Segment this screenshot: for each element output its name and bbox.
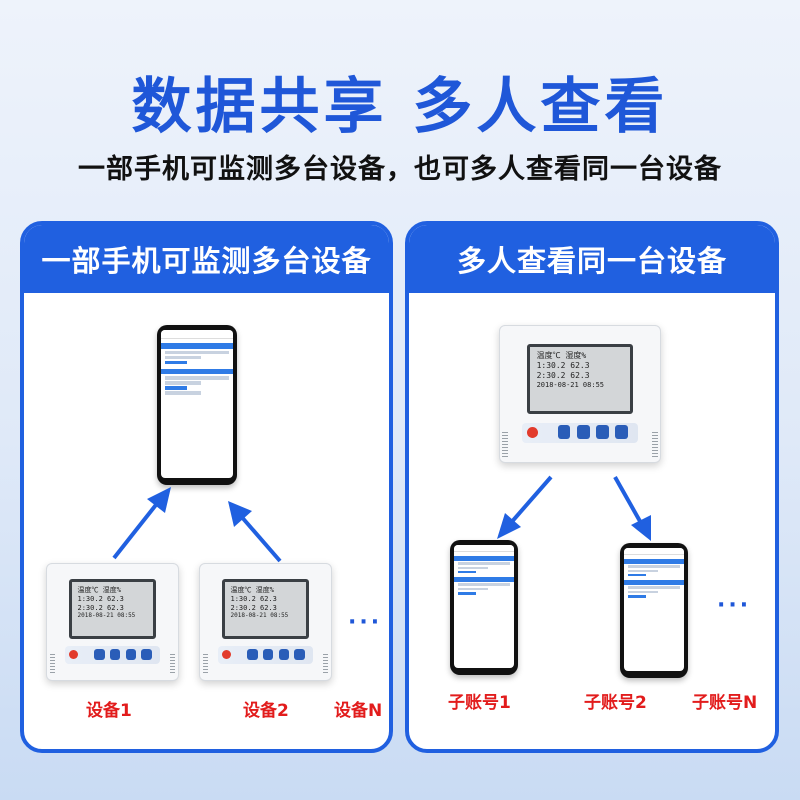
device-caption-1: 设备1 [86, 701, 132, 721]
arrow-up-left-icon [228, 501, 282, 563]
page-subtitle: 一部手机可监测多台设备，也可多人查看同一台设备 [78, 154, 722, 185]
shared-device: 温度℃ 湿度% 1:30.2 62.3 2:30.2 62.3 2018-08-… [499, 325, 661, 463]
account-caption-n: 子账号N [692, 693, 758, 713]
device-1: 温度℃ 湿度% 1:30.2 62.3 2:30.2 62.3 2018-08-… [46, 563, 179, 681]
arrow-down-right-icon [613, 476, 651, 541]
left-panel-title: 一部手机可监测多台设备 [24, 225, 389, 293]
phone-subaccount-2 [620, 543, 688, 678]
right-panel: 多人查看同一台设备 温度℃ 湿度% 1:30.2 62.3 2:30.2 62.… [405, 221, 779, 753]
device-2: 温度℃ 湿度% 1:30.2 62.3 2:30.2 62.3 2018-08-… [199, 563, 332, 681]
phone-subaccount-1 [450, 540, 518, 675]
phone-notch [192, 326, 202, 330]
device-caption-2: 设备2 [243, 701, 289, 721]
arrow-up-right-icon [112, 487, 171, 560]
phone-monitor [157, 325, 237, 485]
account-caption-2: 子账号2 [584, 693, 647, 713]
phone-screen [161, 330, 233, 478]
account-caption-1: 子账号1 [448, 693, 511, 713]
more-devices-indicator: ··· [348, 610, 383, 635]
left-panel: 一部手机可监测多台设备 温度℃ 湿度% 1:30.2 62.3 2:30.2 6… [20, 221, 393, 753]
page-title: 数据共享 多人查看 [131, 72, 669, 142]
arrow-down-left-icon [497, 475, 553, 539]
right-panel-title: 多人查看同一台设备 [409, 225, 775, 293]
more-accounts-indicator: ··· [717, 593, 752, 618]
device-caption-n: 设备N [334, 701, 383, 721]
